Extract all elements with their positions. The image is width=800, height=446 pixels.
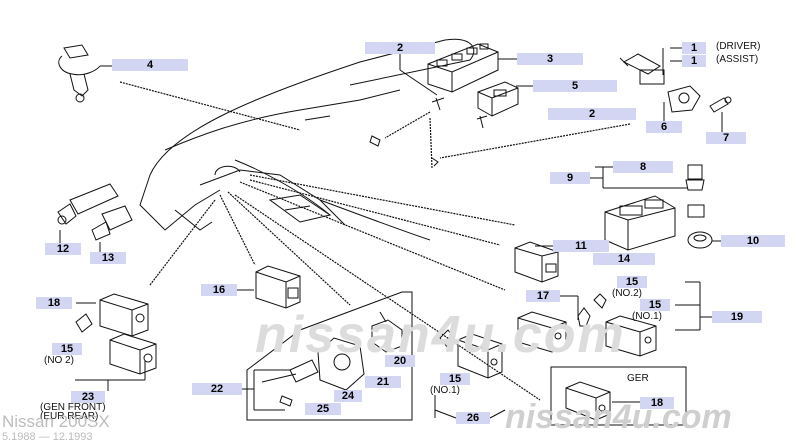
label-no1-right: (NO.1): [632, 311, 662, 322]
callout-c10: 10: [721, 235, 785, 247]
label-eur-rear: (EUR REAR): [40, 411, 99, 422]
callout-c18-left: 18: [36, 297, 72, 309]
part-18-switch-ger: [565, 381, 640, 421]
callout-c2-top: 2: [365, 42, 435, 54]
part-21-combination-switch: [261, 337, 365, 391]
leader-lines: [119, 81, 631, 401]
callout-c15-no1-right: 15: [640, 299, 670, 311]
part-8-plug: [685, 164, 705, 218]
watermark-model: Nissan 200SX: [2, 412, 110, 431]
part-11-switch: [514, 241, 559, 283]
callout-c7: 7: [706, 132, 746, 144]
part-19-switch: [577, 293, 657, 357]
label-no2-top: (NO.2): [612, 288, 642, 299]
part-25-screw: [279, 395, 293, 407]
label-driver: (DRIVER): [716, 41, 761, 52]
callout-c4: 4: [112, 59, 188, 71]
part-14-mirror-switch: [604, 195, 676, 251]
callout-c21: 21: [365, 376, 401, 388]
callout-c19: 19: [712, 311, 762, 323]
part-16-switch: [255, 265, 301, 309]
callout-c3: 3: [517, 53, 583, 65]
callout-c15-no2-top: 15: [617, 276, 647, 288]
group-frames: [246, 291, 687, 426]
callout-c1-driver: 1: [682, 42, 706, 54]
label-assist: (ASSIST): [716, 54, 759, 65]
callout-leaders: [59, 47, 723, 419]
part-1-door-switch: [619, 53, 665, 85]
part-17-switch: [517, 311, 567, 353]
part-18-switch-lower: [109, 333, 157, 375]
dashboard-outline: [139, 38, 475, 241]
part-15-bulb-left: [75, 313, 93, 333]
part-18-switch-upper: [99, 293, 149, 337]
watermark-bottom: nissan4u.com: [505, 398, 732, 436]
label-no1-bottom: (NO.1): [430, 385, 460, 396]
part-26-switch: [439, 329, 503, 379]
callout-c16: 16: [201, 284, 237, 296]
part-20-switch: [371, 311, 403, 353]
callout-c24: 24: [334, 390, 362, 402]
part-7-screw: [709, 96, 732, 113]
part-5-window-switch: [477, 81, 519, 117]
part-4-harness: [58, 44, 101, 103]
callout-c23: 23: [71, 391, 105, 403]
callout-c12: 12: [45, 243, 81, 255]
callout-c26: 26: [456, 412, 490, 424]
callout-c14: 14: [593, 253, 655, 265]
callout-c5: 5: [533, 80, 617, 92]
callout-c2-right: 2: [548, 108, 636, 120]
callout-c13: 13: [90, 252, 126, 264]
callout-c25: 25: [305, 403, 341, 415]
callout-c6: 6: [646, 121, 682, 133]
part-10-grommet: [687, 231, 713, 249]
part-13-switch: [91, 205, 133, 241]
callout-c8: 8: [613, 161, 673, 173]
label-gen-front: (GEN FRONT): [40, 402, 106, 413]
part-3-window-switch: [427, 43, 499, 93]
part-12-switch: [57, 183, 119, 225]
callout-c20: 20: [385, 355, 415, 367]
callout-c18-ger: 18: [640, 397, 674, 409]
callout-c22: 22: [192, 383, 242, 395]
label-ger: GER: [627, 373, 649, 384]
callout-c11: 11: [553, 240, 609, 252]
callout-c15-no1-bottom: 15: [440, 373, 470, 385]
watermark-range: 5.1988 — 12.1993: [2, 431, 93, 443]
label-no2-left: (NO 2): [44, 355, 74, 366]
part-6-switch: [667, 85, 701, 113]
callout-c15-no2-left: 15: [52, 343, 82, 355]
callout-c9: 9: [550, 172, 590, 184]
callout-c17: 17: [526, 290, 560, 302]
callout-c1-assist: 1: [682, 55, 706, 67]
part-2-screws: [369, 97, 488, 167]
watermark-center: nissan4u.com: [255, 306, 626, 364]
